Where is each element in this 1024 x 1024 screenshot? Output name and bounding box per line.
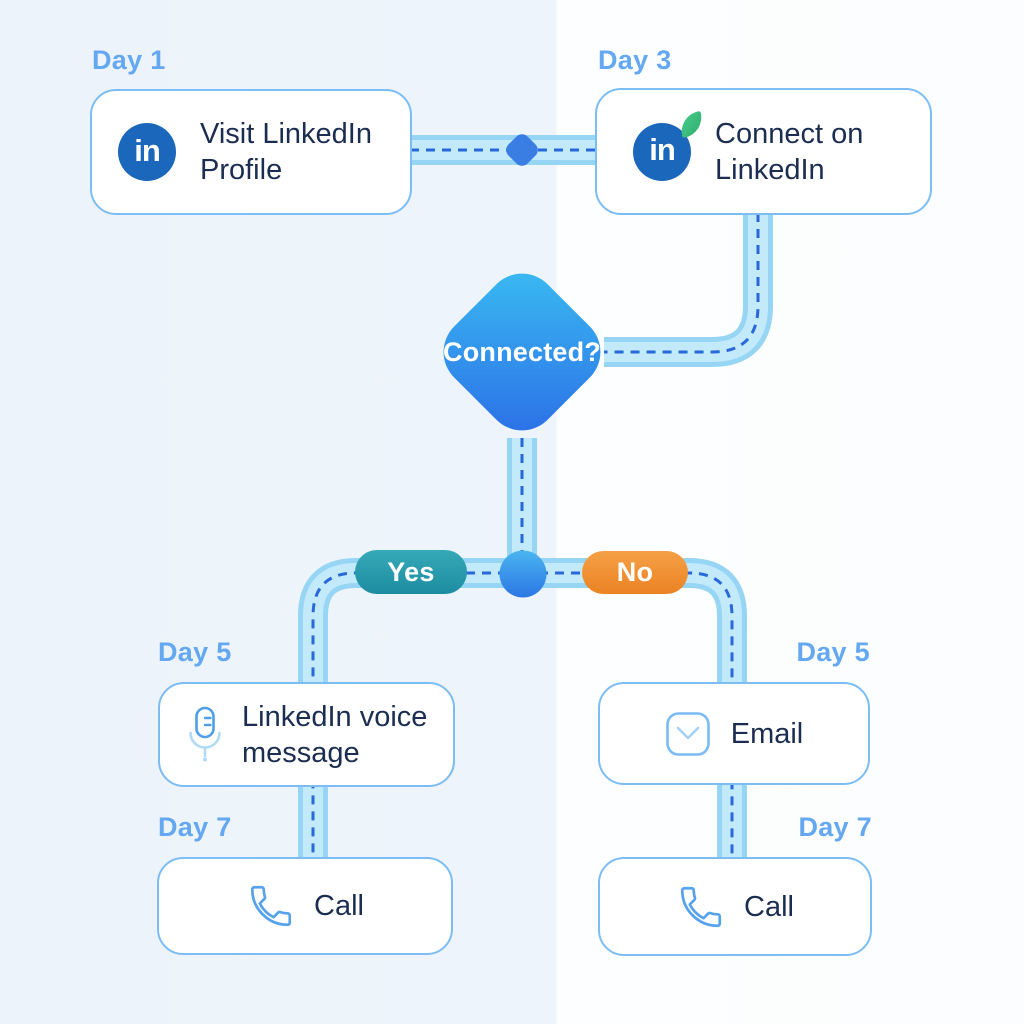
phone-icon [250,885,292,927]
day-label-step-1: Day 1 [92,45,166,75]
node-email: Email [598,682,870,785]
linkedin-glyph: in [134,132,161,168]
linkedin-glyph: in [649,132,676,167]
node-label: Call [744,890,794,923]
day-label-step-2: Day 3 [598,45,672,75]
day-label-step-4: Day 7 [158,812,232,842]
leaf-icon [677,110,706,138]
node-linkedin-voice-message: LinkedIn voice message [158,682,455,787]
node-call-right: Call [598,857,872,956]
email-icon [665,711,710,756]
junction-node [499,550,547,598]
day-label-step-6: Day 7 [798,812,872,842]
phone-icon [680,886,722,927]
microphone-icon [189,706,221,761]
day-label-step-3: Day 5 [158,637,232,667]
node-label: Call [314,890,364,922]
dash-yes-branch [311,571,523,860]
dash-no-branch [523,571,734,860]
node-connect-on-linkedin: in Connect on LinkedIn [595,88,932,215]
edge-midpoint-marker [506,134,538,166]
yes-badge: Yes [355,550,467,594]
node-label: Visit LinkedIn Profile [200,118,372,186]
decision-label: Connected? [443,336,602,367]
no-badge: No [582,551,688,594]
node-label: Email [730,717,804,750]
linkedin-icon: in [118,123,176,181]
node-visit-linkedin-profile: in Visit LinkedIn Profile [90,89,412,215]
edge-connect-decision [604,213,773,367]
node-label: LinkedIn voice message [242,700,428,769]
node-call-left: Call [157,857,453,955]
linkedin-leaf-icon: in [633,110,706,181]
decision-node-connected: Connected? [428,258,616,446]
dash-connect-decision [604,213,760,354]
node-label: Connect on LinkedIn [715,117,864,186]
day-label-step-5: Day 5 [796,637,870,667]
